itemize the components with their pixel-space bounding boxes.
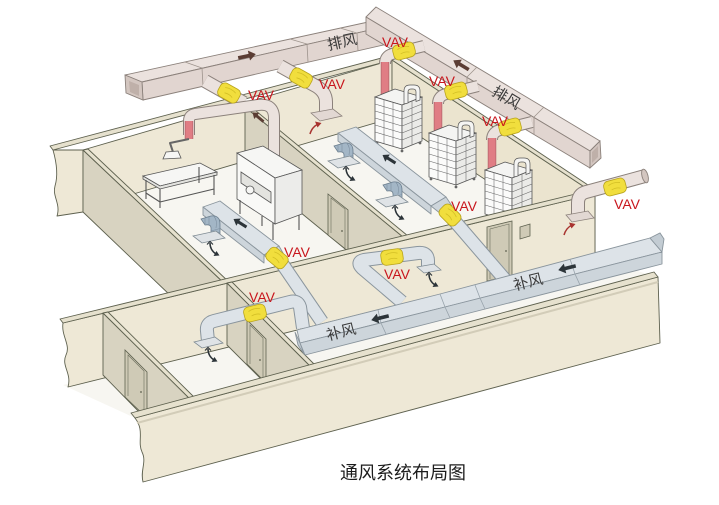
door-knob xyxy=(341,230,343,232)
duct-end-lip xyxy=(649,232,665,254)
kitchen-range-unit xyxy=(236,145,303,240)
table-legs xyxy=(145,167,215,208)
duct-opening xyxy=(129,81,139,96)
vav-labels: VAV VAV VAV VAV VAV VAV VAV VAV VAV VAV xyxy=(248,34,641,305)
rack-handle xyxy=(513,157,531,178)
exhaust-pipe xyxy=(277,60,332,114)
duct-joint xyxy=(474,284,486,310)
duct-end-cap xyxy=(294,331,305,355)
range-opening xyxy=(240,171,272,204)
duct-opening xyxy=(592,146,598,163)
rack-front-face xyxy=(428,132,457,186)
vav-box-supply-4 xyxy=(379,247,405,267)
rack-shelf-grid xyxy=(428,135,477,183)
door-knob xyxy=(259,359,261,361)
exhaust-arm xyxy=(169,138,190,153)
supply-duct-side xyxy=(337,132,432,215)
diffuser-plate xyxy=(193,336,224,349)
door-frame xyxy=(330,197,346,248)
duct-joint xyxy=(184,61,204,87)
range-fixture xyxy=(245,185,255,195)
rack-wheel xyxy=(454,185,458,189)
exhaust-branch-rack-1 xyxy=(379,40,426,96)
vav-label: VAV xyxy=(248,87,275,103)
vav-label: VAV xyxy=(614,196,641,212)
rack-front-face xyxy=(374,96,403,150)
exhaust-pipe xyxy=(184,99,279,172)
front-wall-ledge-shadow xyxy=(136,281,659,424)
front-room-wall-1 xyxy=(102,311,199,419)
diagram-title: 通风系统布局图 xyxy=(340,463,466,484)
vav-label: VAV xyxy=(319,76,346,92)
rack-wheel xyxy=(429,177,433,181)
vav-label: VAV xyxy=(429,73,456,89)
rack-handle xyxy=(403,84,421,105)
front-wall-face xyxy=(134,276,661,483)
equipment-rack-2 xyxy=(427,120,478,189)
exhaust-main-duct-diagonal xyxy=(365,6,602,170)
range-side-face xyxy=(274,169,303,225)
diffuser-plate xyxy=(192,230,226,244)
kitchen-table xyxy=(141,162,219,208)
supply-branch-middle-room xyxy=(327,126,453,221)
door-frame xyxy=(127,354,145,414)
diffuser-plate xyxy=(327,155,361,169)
duct-joint xyxy=(377,309,387,335)
pipe-open-end xyxy=(641,168,649,184)
partition-face xyxy=(62,193,596,388)
supply-branch-kitchen xyxy=(192,200,328,326)
vav-label: VAV xyxy=(384,266,411,282)
vav-label: VAV xyxy=(382,34,409,50)
duct-joint xyxy=(339,27,359,52)
supply-pipe xyxy=(276,258,327,326)
vav-label: VAV xyxy=(249,289,276,305)
vav-label: VAV xyxy=(451,198,478,214)
vav-label: VAV xyxy=(482,113,509,129)
equipment-rack-1 xyxy=(373,84,424,153)
rack-handle xyxy=(457,120,475,141)
range-legs xyxy=(239,200,300,240)
front-wall-top xyxy=(130,271,659,419)
front-wall xyxy=(130,271,661,483)
rack-wheel xyxy=(400,149,404,153)
door-knob xyxy=(505,250,507,252)
door-knob xyxy=(140,391,142,393)
rack-wheel xyxy=(418,141,422,145)
equipment-rack-3 xyxy=(483,157,534,226)
exhaust-grille xyxy=(565,210,595,223)
duct-joint xyxy=(533,106,545,134)
diffuser-plate xyxy=(375,194,409,208)
exhaust-grille xyxy=(310,108,343,122)
vav-label: VAV xyxy=(284,244,311,260)
door-frame xyxy=(249,324,264,380)
rack-shelf-grid xyxy=(374,99,423,147)
rear-wall-cut-end xyxy=(52,149,84,217)
duct-joint xyxy=(569,258,581,286)
exhaust-branch-office xyxy=(276,59,343,135)
diffuser-plate xyxy=(416,263,442,274)
duct-joint xyxy=(439,293,451,319)
window xyxy=(519,223,531,240)
rack-wheel xyxy=(472,177,476,181)
exhaust-branch-exterior xyxy=(563,168,649,236)
table-edge xyxy=(142,171,218,190)
exhaust-hood xyxy=(162,150,182,160)
duct-joint xyxy=(289,38,309,63)
exhaust-pipe xyxy=(572,170,647,215)
